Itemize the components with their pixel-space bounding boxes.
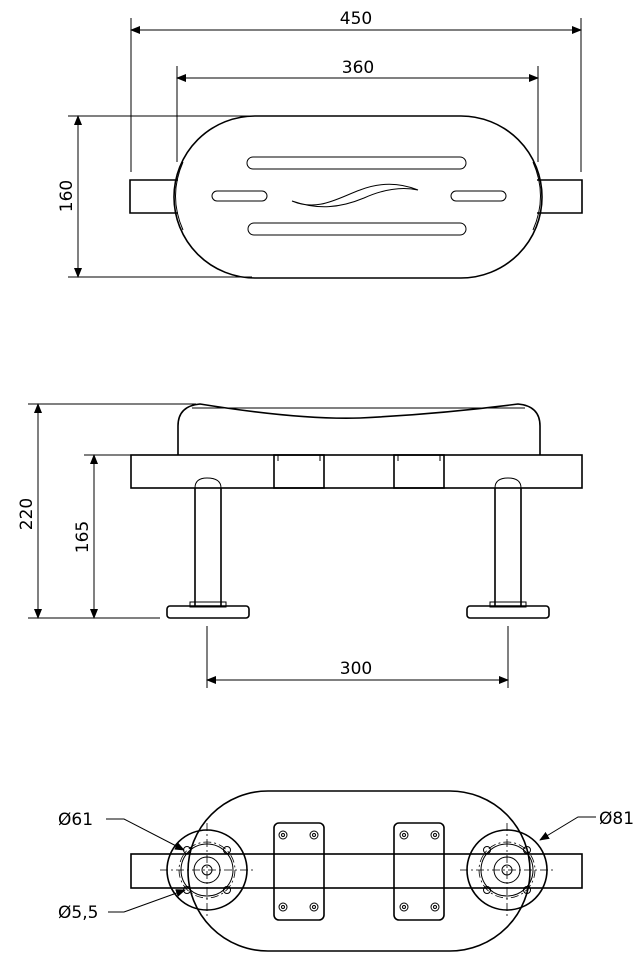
right-tube [537, 179, 583, 214]
top-slot [246, 156, 467, 170]
dim-frame-height: 165 [73, 521, 93, 553]
bracket-plate-left [273, 822, 325, 921]
foot-right [466, 605, 550, 619]
seat-profile [177, 403, 541, 455]
right-slot [450, 190, 507, 202]
dim-total-height: 220 [17, 498, 37, 530]
dim-depth: 160 [57, 180, 77, 212]
dim-overall-width: 450 [340, 9, 372, 29]
leader-hole-diameter [108, 889, 186, 913]
leader-base-diameter [106, 818, 185, 851]
seat-outline [173, 115, 543, 279]
frame-bar [130, 454, 583, 489]
left-bump [175, 161, 184, 231]
dim-seat-width: 360 [342, 58, 374, 78]
base-left [160, 823, 254, 917]
dim-base-diameter: Ø61 [58, 810, 93, 830]
frame-bar-bottom [130, 853, 583, 889]
right-bump [532, 161, 541, 231]
wave-logo-icon [291, 183, 419, 208]
foot-left [166, 605, 250, 619]
left-tube [129, 179, 178, 214]
dim-hole-diameter: Ø5,5 [58, 903, 98, 923]
leg-left [194, 488, 222, 606]
bottom-view: Ø61 Ø5,5 Ø81 [58, 790, 634, 952]
base-right [460, 823, 554, 917]
bracket-left [273, 454, 325, 489]
leg-right [494, 488, 522, 606]
bracket-plate-right [393, 822, 445, 921]
side-view: 220 165 300 [17, 403, 583, 688]
leader-outer-diameter [539, 816, 596, 841]
dim-outer-diameter: Ø81 [599, 809, 634, 829]
dim-leg-spacing: 300 [340, 659, 372, 679]
top-view: 450 360 160 [57, 9, 583, 279]
left-slot [211, 190, 268, 202]
seat-outline-bottom [187, 790, 531, 952]
bracket-right [393, 454, 445, 489]
bottom-slot [247, 222, 467, 236]
